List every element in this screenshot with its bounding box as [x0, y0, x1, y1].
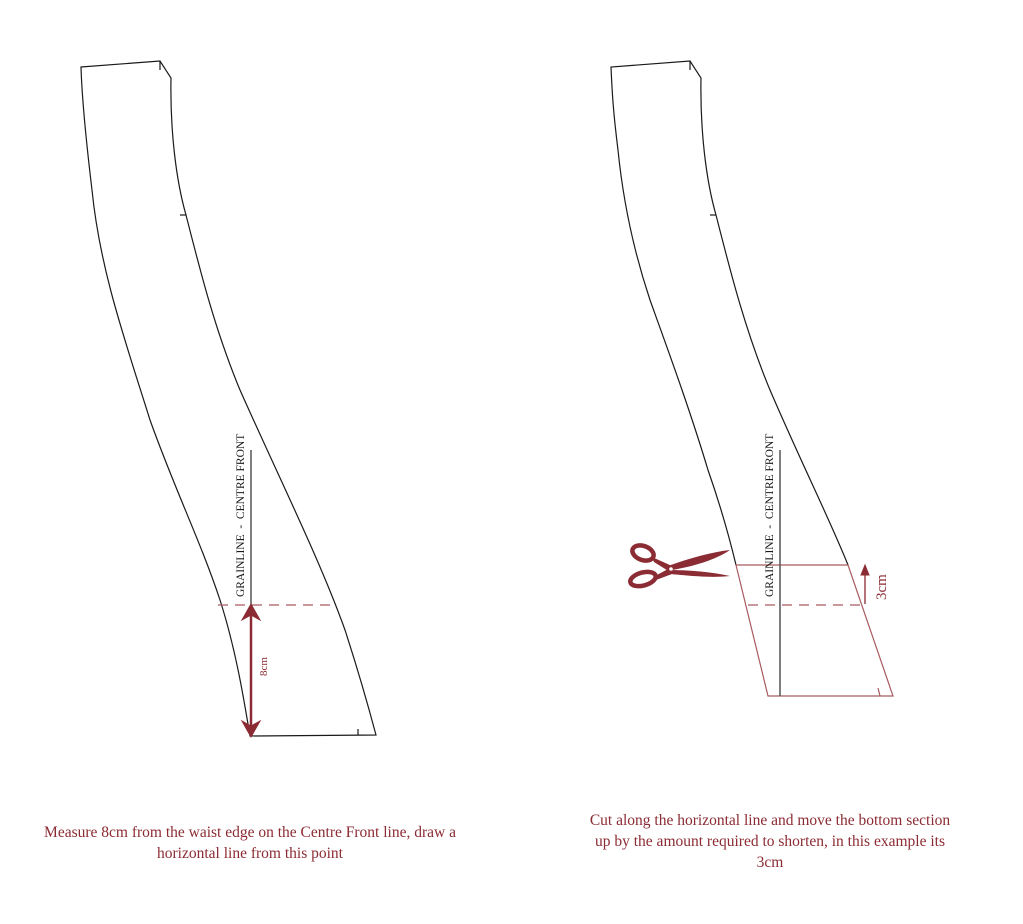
shift-label: 3cm — [874, 574, 890, 600]
scissors-icon — [628, 543, 730, 589]
left-pattern-piece — [80, 60, 377, 737]
right-pattern-piece-bottom — [735, 564, 894, 697]
right-grainline-label: GRAINLINE - CENTRE FRONT — [764, 434, 776, 597]
left-piece-outline — [80, 60, 377, 737]
measure-arrow — [240, 602, 262, 739]
left-caption: Measure 8cm from the waist edge on the C… — [44, 824, 456, 862]
left-grainline-label: GRAINLINE - CENTRE FRONT — [235, 434, 247, 597]
shift-arrow — [860, 563, 870, 604]
measure-label: 8cm — [258, 657, 270, 676]
right-caption: Cut along the horizontal line and move t… — [589, 812, 951, 871]
right-pattern-piece-top — [610, 60, 849, 566]
